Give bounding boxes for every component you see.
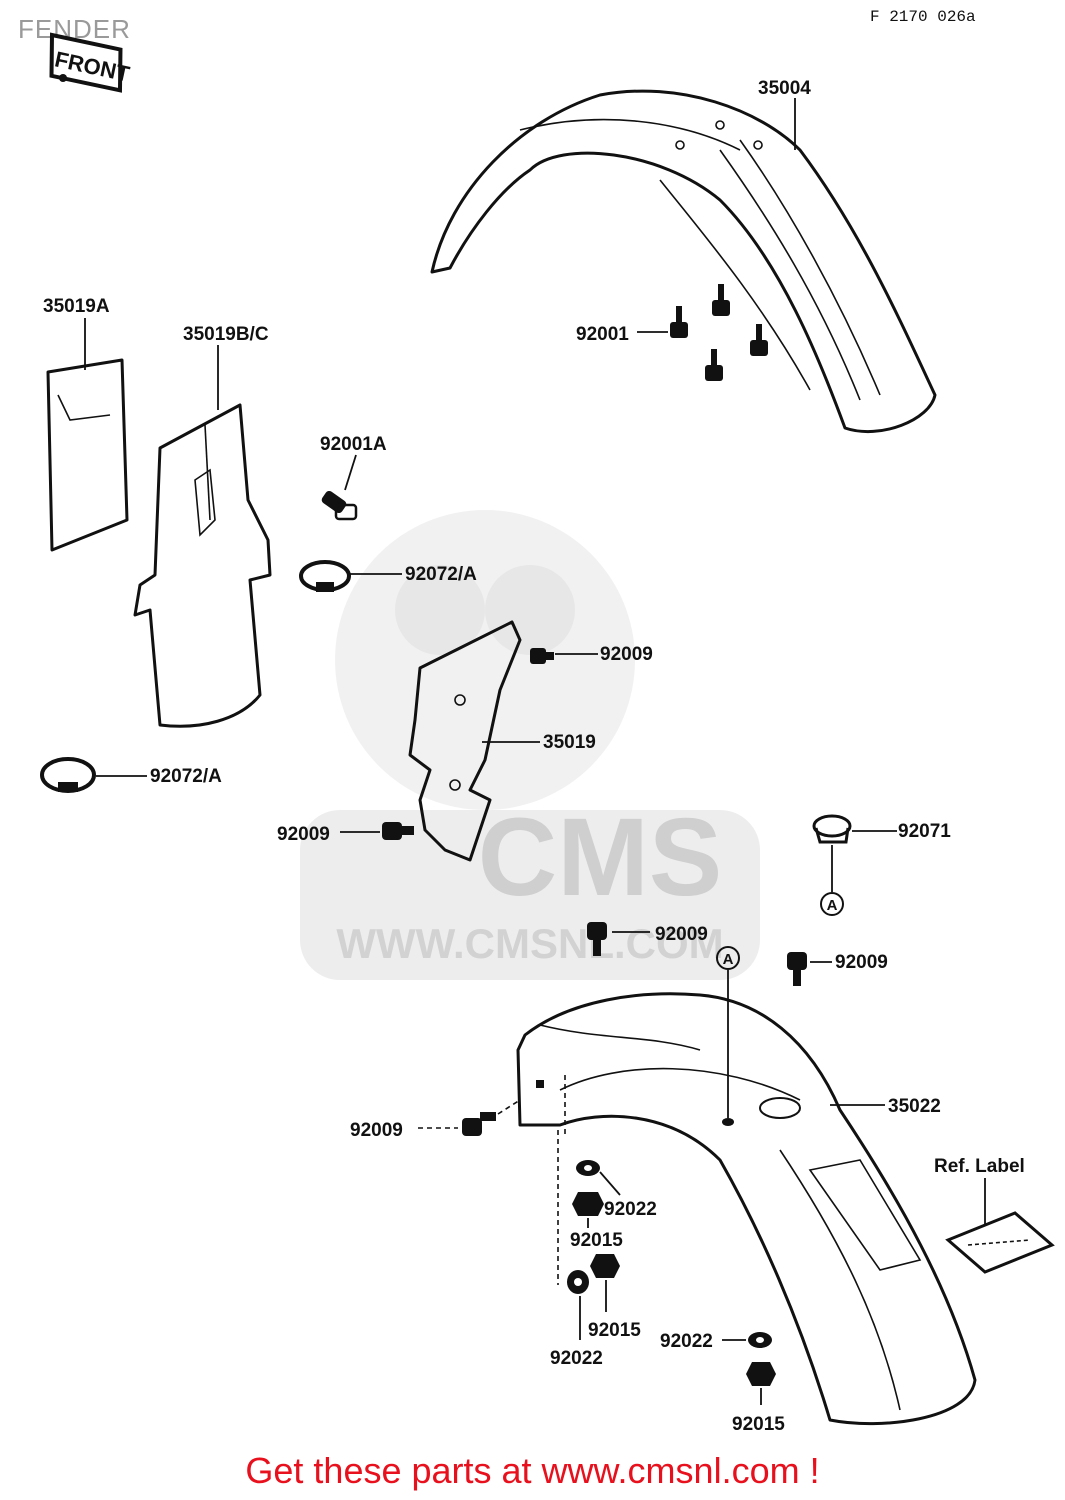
ref-label-sticker — [945, 1211, 1055, 1274]
diagram-code: F 2170 026a — [870, 8, 976, 26]
label-92022-2: 92022 — [550, 1348, 603, 1369]
rear-fender — [516, 992, 977, 1426]
watermark-brand: CMS — [478, 796, 722, 919]
label-92009-center: 92009 — [655, 924, 708, 945]
bolt-92009-upper — [530, 648, 554, 664]
label-92072a-upper: 92072/A — [405, 564, 477, 585]
label-92071: 92071 — [898, 821, 951, 842]
label-92009-right: 92009 — [835, 952, 888, 973]
label-35004: 35004 — [758, 78, 811, 99]
clamp-upper — [299, 560, 351, 592]
watermark-mascot — [335, 510, 635, 810]
label-35019: 35019 — [543, 732, 596, 753]
label-92009-upper: 92009 — [600, 644, 653, 665]
label-92015-1: 92015 — [570, 1230, 623, 1251]
label-92015-2: 92015 — [588, 1320, 641, 1341]
front-marker: FRONT — [49, 32, 132, 93]
ref-marker-a-lower: A — [723, 951, 734, 968]
watermark: CMS WWW.CMSNL.COM — [300, 510, 760, 980]
bolt-92001a — [321, 490, 358, 521]
label-92001: 92001 — [576, 324, 629, 345]
bolt-92009-rear-left — [462, 1112, 496, 1136]
flap-35019bc — [133, 403, 272, 728]
nut-92015-1 — [572, 1192, 604, 1216]
nut-92015-2 — [590, 1254, 620, 1278]
washer-92022-3 — [748, 1332, 772, 1348]
footer-link-text[interactable]: Get these parts at www.cmsnl.com ! — [245, 1450, 820, 1491]
grommet-92071 — [812, 814, 852, 844]
nut-92015-3 — [746, 1362, 776, 1386]
label-35022: 35022 — [888, 1096, 941, 1117]
flap-35019a — [46, 358, 129, 552]
label-92022-3: 92022 — [660, 1331, 713, 1352]
front-fender-bolts — [670, 284, 768, 381]
label-92001a: 92001A — [320, 434, 387, 455]
label-92015-3: 92015 — [732, 1414, 785, 1435]
label-92009-rear-left: 92009 — [350, 1120, 403, 1141]
bolt-92009-center — [587, 922, 607, 956]
washer-92022-1 — [576, 1160, 600, 1176]
label-ref-label: Ref. Label — [934, 1156, 1025, 1177]
bolt-92009-right — [787, 952, 807, 986]
label-35019a: 35019A — [43, 296, 110, 317]
ref-marker-a-upper: A — [827, 897, 838, 914]
bolt-92009-left — [382, 822, 414, 840]
guard-plate-35019 — [408, 620, 522, 862]
label-92072a-lower: 92072/A — [150, 766, 222, 787]
watermark-url: WWW.CMSNL.COM — [336, 920, 723, 967]
label-35019bc: 35019B/C — [183, 324, 269, 345]
label-92009-left: 92009 — [277, 824, 330, 845]
front-fender — [430, 89, 937, 434]
washer-92022-2 — [567, 1270, 589, 1294]
label-92022-1: 92022 — [604, 1199, 657, 1220]
clamp-lower — [40, 757, 96, 793]
